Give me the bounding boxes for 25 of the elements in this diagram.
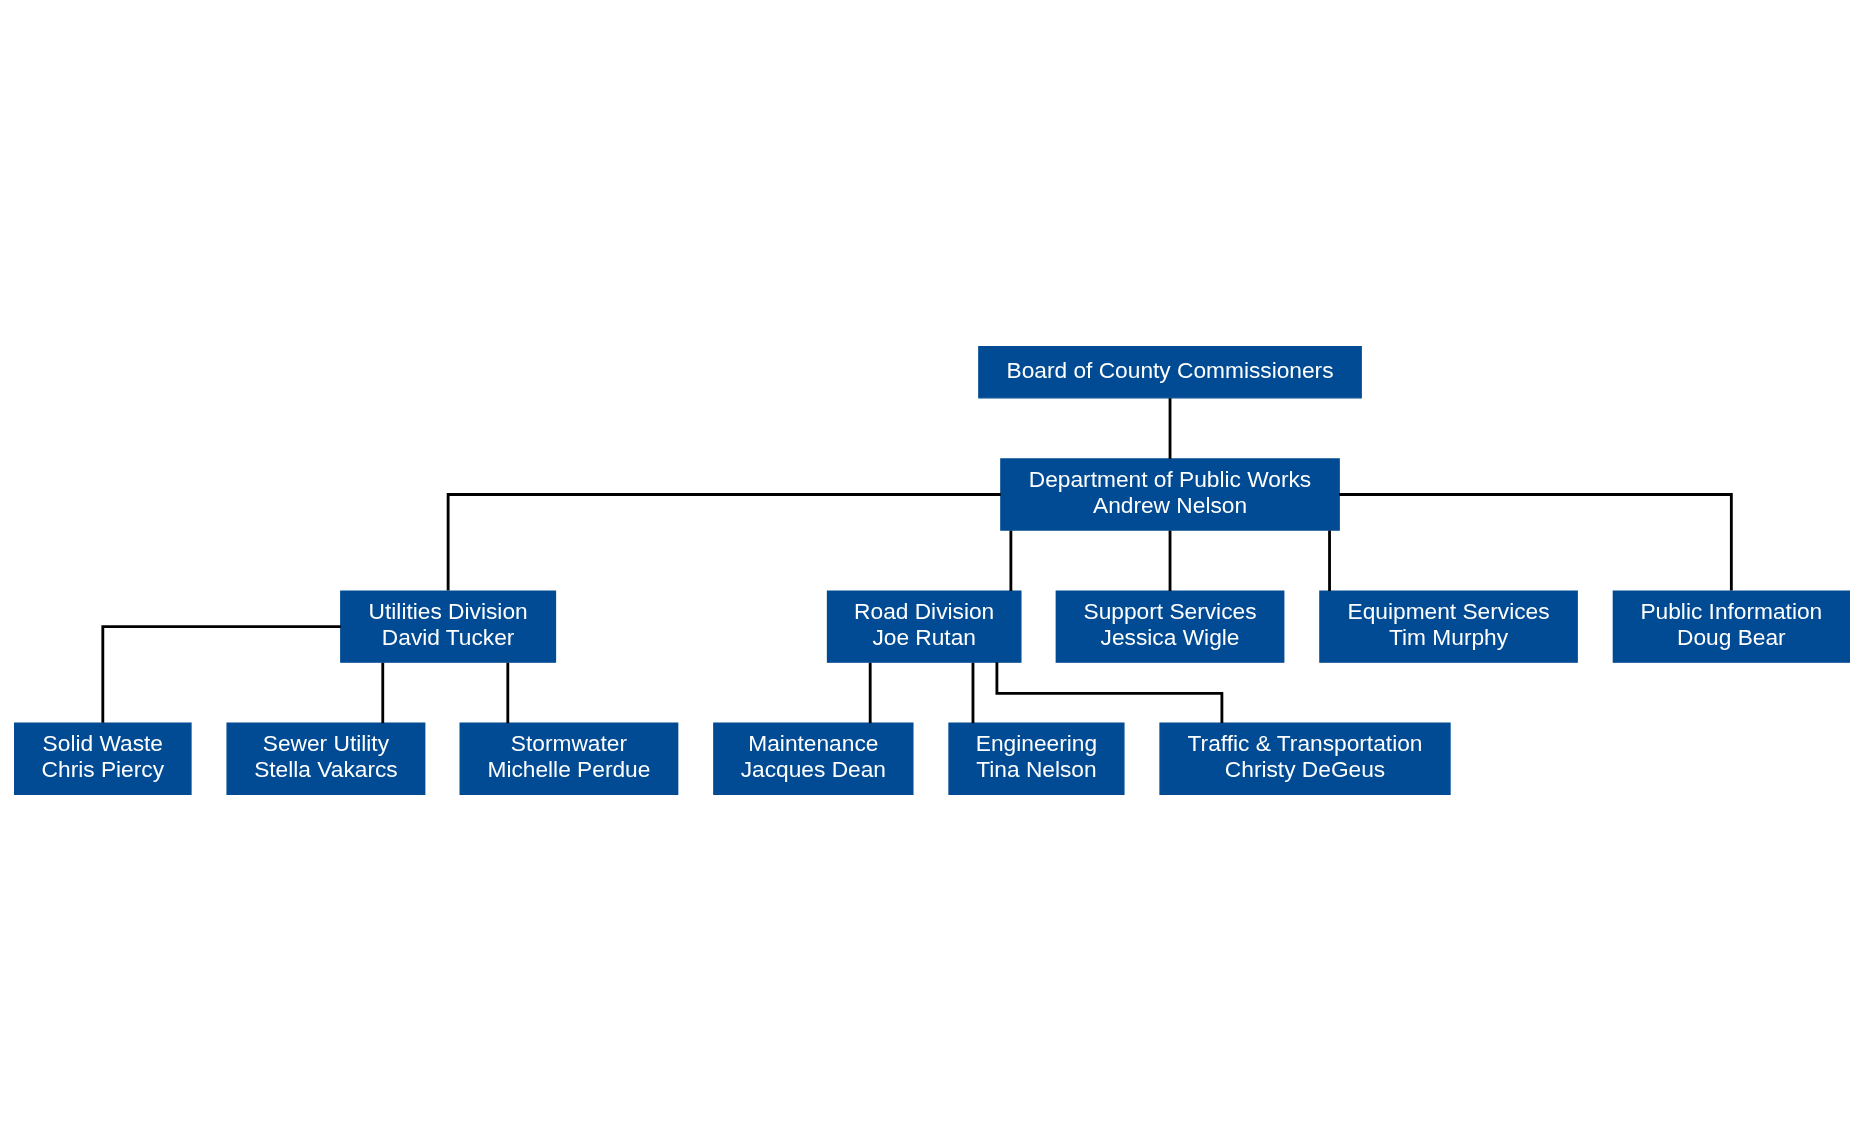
- node-box: Solid Waste Chris Piercy: [14, 722, 192, 795]
- connector: [1339, 492, 1733, 590]
- connector: [1328, 530, 1331, 591]
- connector: [101, 624, 341, 723]
- node-box: Support Services Jessica Wigle: [1055, 589, 1285, 663]
- connector: [868, 662, 872, 723]
- node-box: Board of County Commissioners: [978, 345, 1362, 399]
- connector: [446, 492, 1001, 590]
- connector: [381, 662, 385, 723]
- node-box: Public Information Doug Bear: [1612, 589, 1850, 663]
- node-box: Department of Public Works Andrew Nelson: [1000, 457, 1340, 531]
- connector: [1009, 530, 1013, 591]
- node-box: Engineering Tina Nelson: [948, 722, 1125, 795]
- node-box: Sewer Utility Stella Vakarcs: [226, 722, 426, 795]
- node-box: Traffic & Transportation Christy DeGeus: [1159, 722, 1451, 795]
- node-box: Utilities Division David Tucker: [340, 589, 557, 663]
- node-box: Road Division Joe Rutan: [826, 589, 1022, 663]
- node-box: Equipment Services Tim Murphy: [1319, 589, 1578, 663]
- connector: [506, 662, 510, 723]
- connector: [1168, 397, 1172, 459]
- node-box: Maintenance Jacques Dean: [713, 722, 914, 795]
- connector: [1168, 530, 1172, 591]
- connector: [971, 662, 975, 723]
- node-box: Stormwater Michelle Perdue: [459, 722, 679, 795]
- connector: [995, 661, 1224, 723]
